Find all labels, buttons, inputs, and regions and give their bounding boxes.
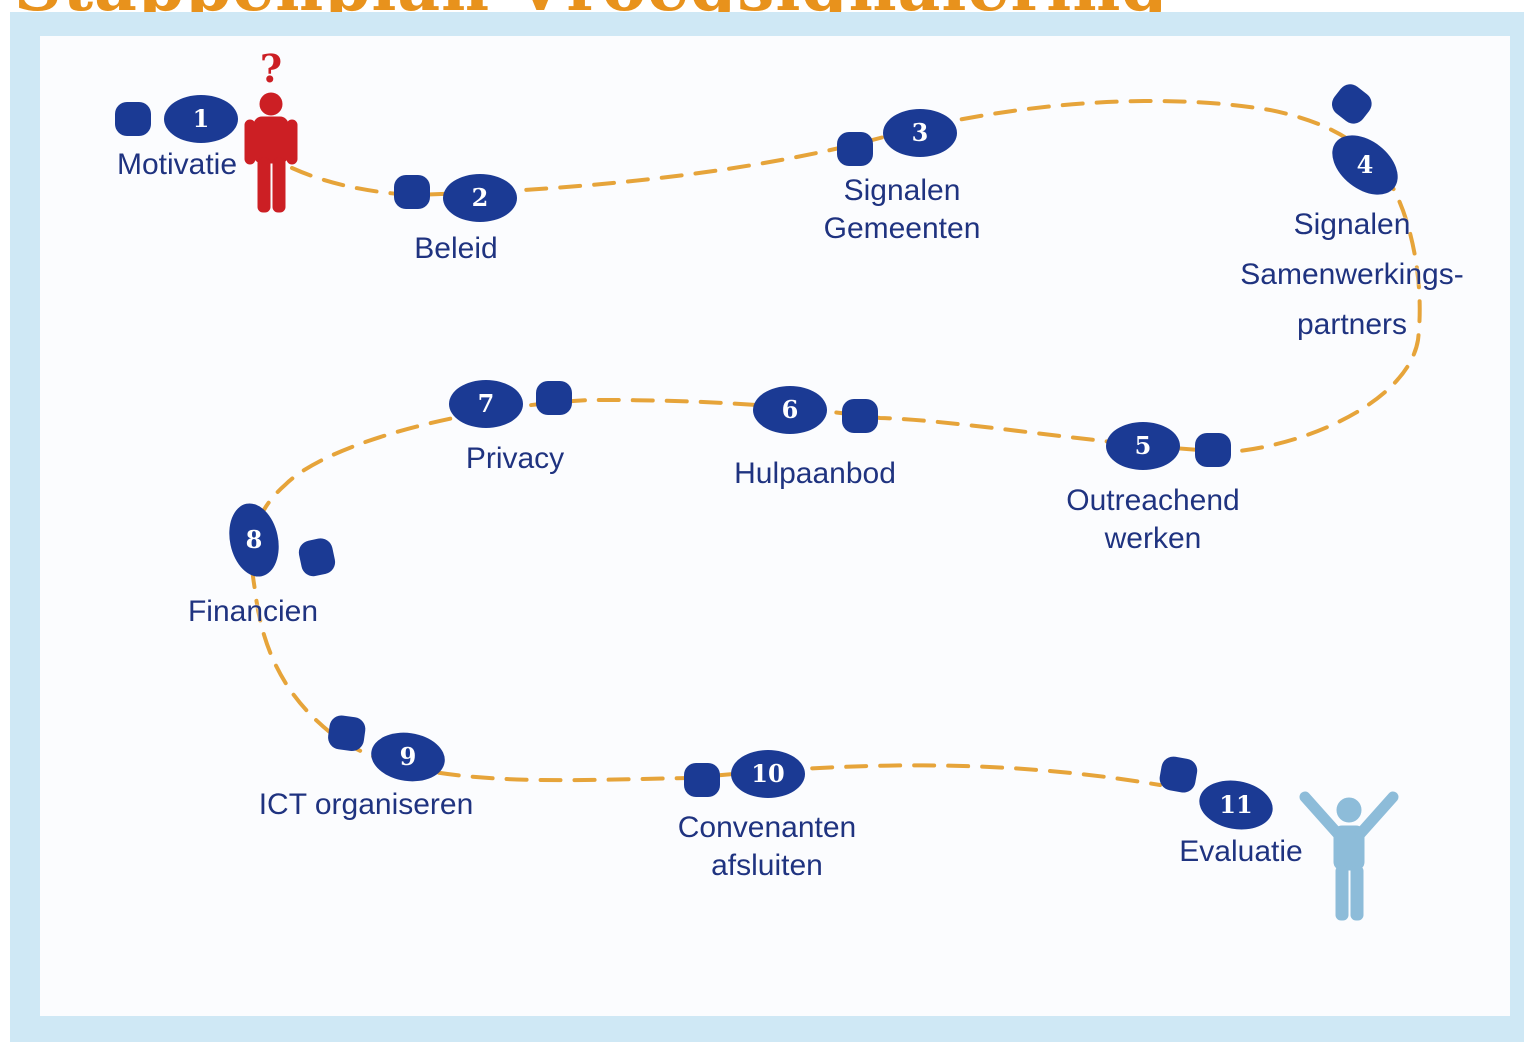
step-label-line: Privacy xyxy=(465,442,565,475)
footprints-icon: 1 2 3 4 5 6 7 8 9 10 11 xyxy=(115,84,1398,830)
shoe-sole xyxy=(753,386,827,434)
step-number: 3 xyxy=(912,118,929,147)
shoe-heel xyxy=(115,102,151,136)
step-label-line: Convenanten xyxy=(677,811,857,844)
shoe-heel xyxy=(837,132,873,166)
step-label-line: ICT organiseren xyxy=(258,788,474,821)
question-person-icon: ? xyxy=(244,46,298,213)
step-number: 8 xyxy=(246,525,263,554)
step-2-label: Beleid xyxy=(414,230,497,268)
shoe-sole xyxy=(164,95,238,143)
shoe-sole xyxy=(1199,780,1273,830)
step-9-label: ICT organiseren xyxy=(259,786,474,824)
step-label-line: Gemeenten xyxy=(823,212,981,245)
step-number: 4 xyxy=(1357,150,1374,179)
step-11-footprint: 11 xyxy=(1159,756,1273,830)
step-3-footprint: 3 xyxy=(837,109,957,166)
step-10-label: Convenanten afsluiten xyxy=(678,809,856,885)
step-label-line: Hulpaanbod xyxy=(734,457,896,490)
step-number: 5 xyxy=(1135,431,1152,460)
shoe-sole xyxy=(443,174,517,222)
question-mark: ? xyxy=(260,46,282,91)
step-8-footprint: 8 xyxy=(229,503,336,577)
step-8-label: Financien xyxy=(188,593,318,631)
shoe-heel xyxy=(684,763,720,797)
step-label-line: Outreachend xyxy=(1066,484,1240,517)
shoe-sole xyxy=(731,750,805,798)
shoe-sole xyxy=(883,109,957,157)
step-number: 9 xyxy=(400,742,417,771)
step-label-line: Financien xyxy=(187,595,319,628)
step-label-line: Samenwerkings- xyxy=(1240,258,1464,291)
step-7-footprint: 7 xyxy=(449,380,572,428)
step-label-line: Signalen xyxy=(843,174,961,207)
shoe-sole xyxy=(1332,135,1398,195)
step-number: 6 xyxy=(782,395,799,424)
shoe-heel xyxy=(328,715,366,752)
step-5-footprint: 5 xyxy=(1106,422,1231,470)
step-1-label: Motivatie xyxy=(117,146,237,184)
step-6-label: Hulpaanbod xyxy=(734,455,896,493)
shoe-sole xyxy=(229,503,279,577)
step-label-line: afsluiten xyxy=(711,849,823,882)
step-6-footprint: 6 xyxy=(753,386,878,434)
dashed-route-path xyxy=(249,98,1422,787)
shoe-heel xyxy=(1159,756,1198,793)
step-number: 2 xyxy=(472,183,489,212)
step-2-footprint: 2 xyxy=(394,174,517,222)
shoe-heel xyxy=(298,538,336,577)
step-7-label: Privacy xyxy=(466,440,564,478)
step-number: 11 xyxy=(1219,790,1252,819)
step-label-line: Signalen xyxy=(1293,208,1411,241)
shoe-sole xyxy=(449,380,523,428)
step-11-label: Evaluatie xyxy=(1179,833,1302,871)
shoe-heel xyxy=(1331,84,1372,124)
step-9-footprint: 9 xyxy=(328,715,445,782)
step-4-footprint: 4 xyxy=(1331,84,1398,195)
shoe-heel xyxy=(394,175,430,209)
step-label-line: partners xyxy=(1296,308,1408,341)
shoe-heel xyxy=(1195,433,1231,467)
step-number: 7 xyxy=(478,389,495,418)
step-label-line: werken xyxy=(1104,522,1202,555)
shoe-sole xyxy=(371,732,445,782)
shoe-heel xyxy=(536,381,572,415)
shoe-sole xyxy=(1106,422,1180,470)
step-label-line: Evaluatie xyxy=(1179,835,1303,868)
cheering-person-icon xyxy=(1299,791,1399,921)
step-label-line: Motivatie xyxy=(116,148,238,181)
step-1-footprint: 1 xyxy=(115,95,238,143)
step-5-label: Outreachend werken xyxy=(1066,482,1239,558)
shoe-heel xyxy=(842,399,878,433)
step-number: 10 xyxy=(751,759,784,788)
step-10-footprint: 10 xyxy=(684,750,805,798)
step-number: 1 xyxy=(193,104,210,133)
step-label-line: Beleid xyxy=(414,232,498,265)
